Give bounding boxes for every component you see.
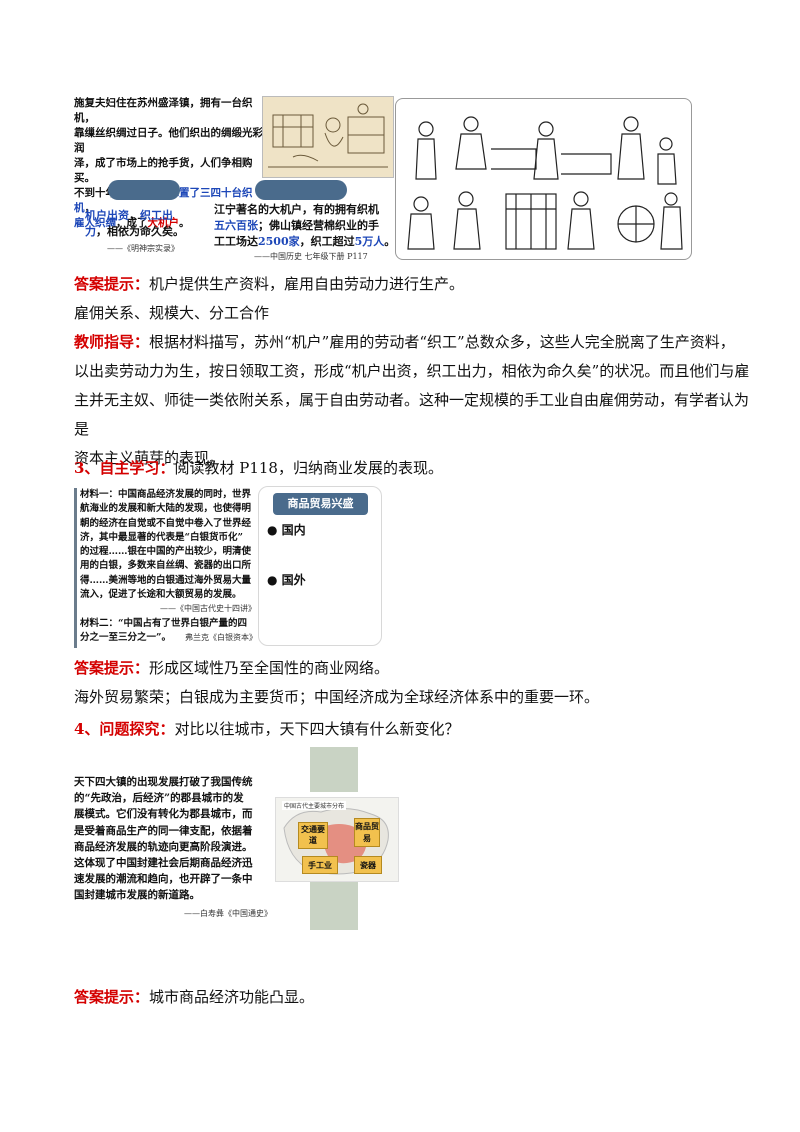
map-label-transport: 交通要道: [298, 822, 328, 849]
trade-item-foreign: ● 国外: [267, 573, 306, 587]
question-4: 4、问题探究：对比以往城市，天下四大镇有什么新变化？: [74, 720, 460, 738]
towns-map: 中国古代主要城市分布 交通要道 商品贸易 手工业 瓷器: [275, 797, 399, 882]
trade-title: 商品贸易兴盛: [273, 493, 368, 515]
label-pill-left: [108, 180, 180, 200]
trade-item-domestic: ● 国内: [267, 523, 306, 537]
green-bar-top: [310, 747, 358, 792]
quote-jiangning: 江宁著名的大机户，有的拥有织机 五六百张；佛山镇经营棉织业的手 工工场达2500…: [214, 202, 399, 262]
towns-text: 天下四大镇的出现发展打破了我国传统 的“先政治，后经济”的郡县城市的发 展模式。…: [74, 776, 272, 918]
weaving-illustration: [262, 96, 394, 178]
map-label-trade: 商品贸易: [354, 818, 380, 847]
question-4-label: 4、问题探究：: [74, 720, 175, 738]
teacher-guidance: 教师指导：根据材料描写，苏州“机户”雇用的劳动者“织工”总数众多，这些人完全脱离…: [74, 333, 750, 467]
trade-panel: 商品贸易兴盛 ● 国内 ● 国外: [258, 486, 382, 646]
map-title: 中国古代主要城市分布: [282, 801, 347, 810]
answer-4: 答案提示：城市商品经济功能凸显。: [74, 988, 315, 1006]
map-label-handicraft: 手工业: [302, 856, 338, 874]
answer-1-points: 雇佣关系、规模大、分工合作: [74, 304, 270, 322]
answer-1-label: 答案提示：: [74, 275, 150, 293]
answer-3: 答案提示：形成区域性乃至全国性的商业网络。: [74, 659, 390, 677]
map-label-porcelain: 瓷器: [354, 856, 382, 874]
answer-1-text: 机户提供生产资料，雇用自由劳动力进行生产。: [149, 275, 465, 293]
material-box: 材料一：中国商品经济发展的同时，世界 航海业的发展和新大陆的发现，也使得明 朝的…: [74, 488, 257, 648]
quote-ming-shenzong: 机户出资，织工出 力，相依为命久矣。 ——《明神宗实录》: [85, 208, 205, 254]
answer-3-points: 海外贸易繁荣；白银成为主要货币；中国经济成为全球经济体系中的重要一环。: [74, 688, 600, 706]
answer-1: 答案提示：机户提供生产资料，雇用自由劳动力进行生产。: [74, 270, 734, 299]
quote-a-source: ——《明神宗实录》: [107, 244, 179, 253]
weaving-sketch: [395, 98, 692, 260]
answer-4-label: 答案提示：: [74, 988, 150, 1006]
quote-b-source: ——中国历史 七年级下册 P117: [254, 252, 368, 261]
green-bar-bottom: [310, 878, 358, 930]
question-3-label: 3、自主学习：: [74, 459, 175, 477]
guidance-label: 教师指导：: [74, 333, 150, 351]
answer-3-label: 答案提示：: [74, 659, 150, 677]
question-3: 3、自主学习：阅读教材 P118，归纳商业发展的表现。: [74, 459, 443, 477]
label-pill-right: [255, 180, 347, 200]
